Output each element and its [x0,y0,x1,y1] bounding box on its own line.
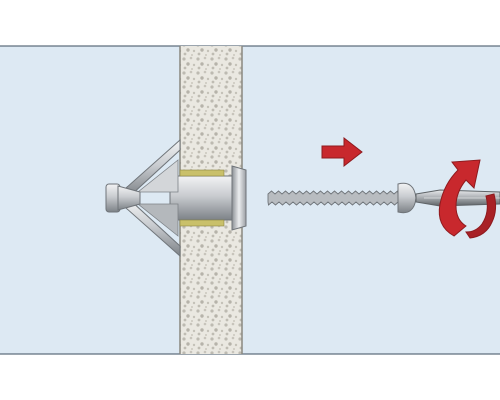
screwdriver [415,189,500,207]
anchor-expansion-wings [125,138,181,258]
screw [267,182,417,214]
push-arrow-icon [321,136,363,168]
anchor-nut [105,183,141,213]
rotate-arrow-icon [438,159,497,239]
anchor-flange [231,165,247,231]
